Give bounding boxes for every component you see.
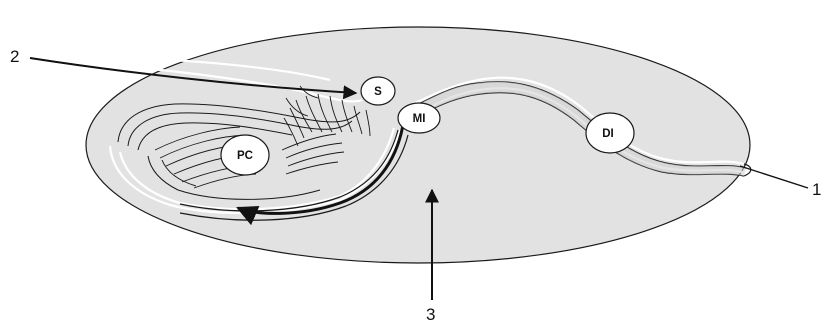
circle-label-di: DI <box>602 128 614 140</box>
circle-di: DI <box>586 113 634 153</box>
circle-mi: MI <box>398 103 440 133</box>
leader-1 <box>740 166 808 188</box>
callout-2: 2 <box>10 47 19 66</box>
circle-label-s: S <box>374 86 382 98</box>
circle-pc: PC <box>221 135 269 175</box>
circle-s: S <box>361 77 395 105</box>
circle-label-pc: PC <box>237 150 253 162</box>
callout-3: 3 <box>426 305 435 324</box>
body-ellipse <box>86 27 750 263</box>
circle-label-mi: MI <box>413 113 426 125</box>
callout-1: 1 <box>812 180 821 199</box>
